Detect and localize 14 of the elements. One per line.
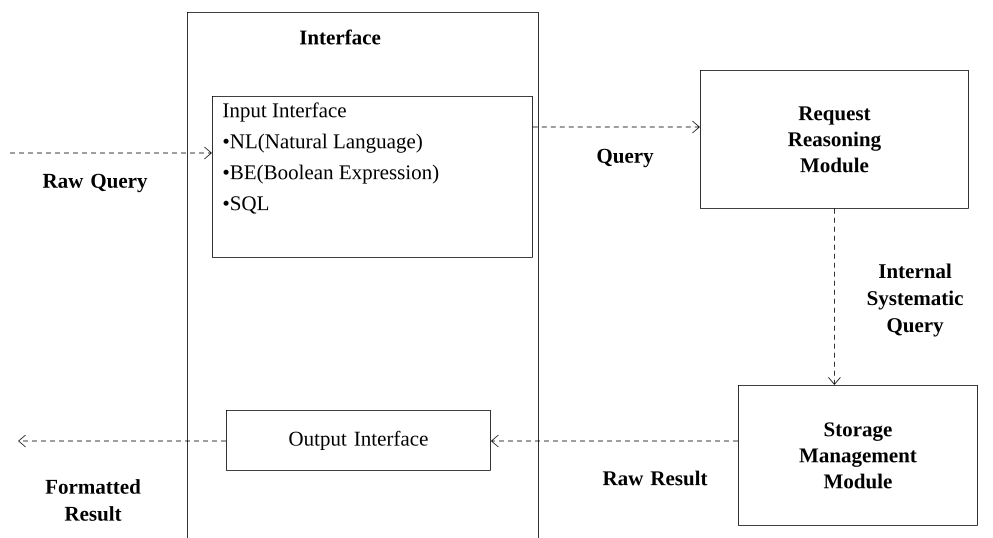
input-box: Input Interface •NL(Natural Language) •BE(Boolean Expression) •SQL [212,96,533,258]
dashed-arrow [532,120,700,134]
dashed-arrow [10,146,212,160]
edge-label: Raw Result [602,470,708,486]
edge-label: Raw Query [42,174,148,192]
dashed-arrow [828,208,841,385]
module-box: Request Reasoning Module [700,70,969,209]
dashed-arrow [490,434,738,448]
edge-label: Query [597,148,654,168]
module-box: Storage Management Module [738,385,978,526]
output-box: Output Interface [226,410,491,471]
edge-label: Formatted Result [46,479,141,521]
edge-label: Internal Systematic Query [868,263,963,337]
dashed-arrow [18,434,226,448]
